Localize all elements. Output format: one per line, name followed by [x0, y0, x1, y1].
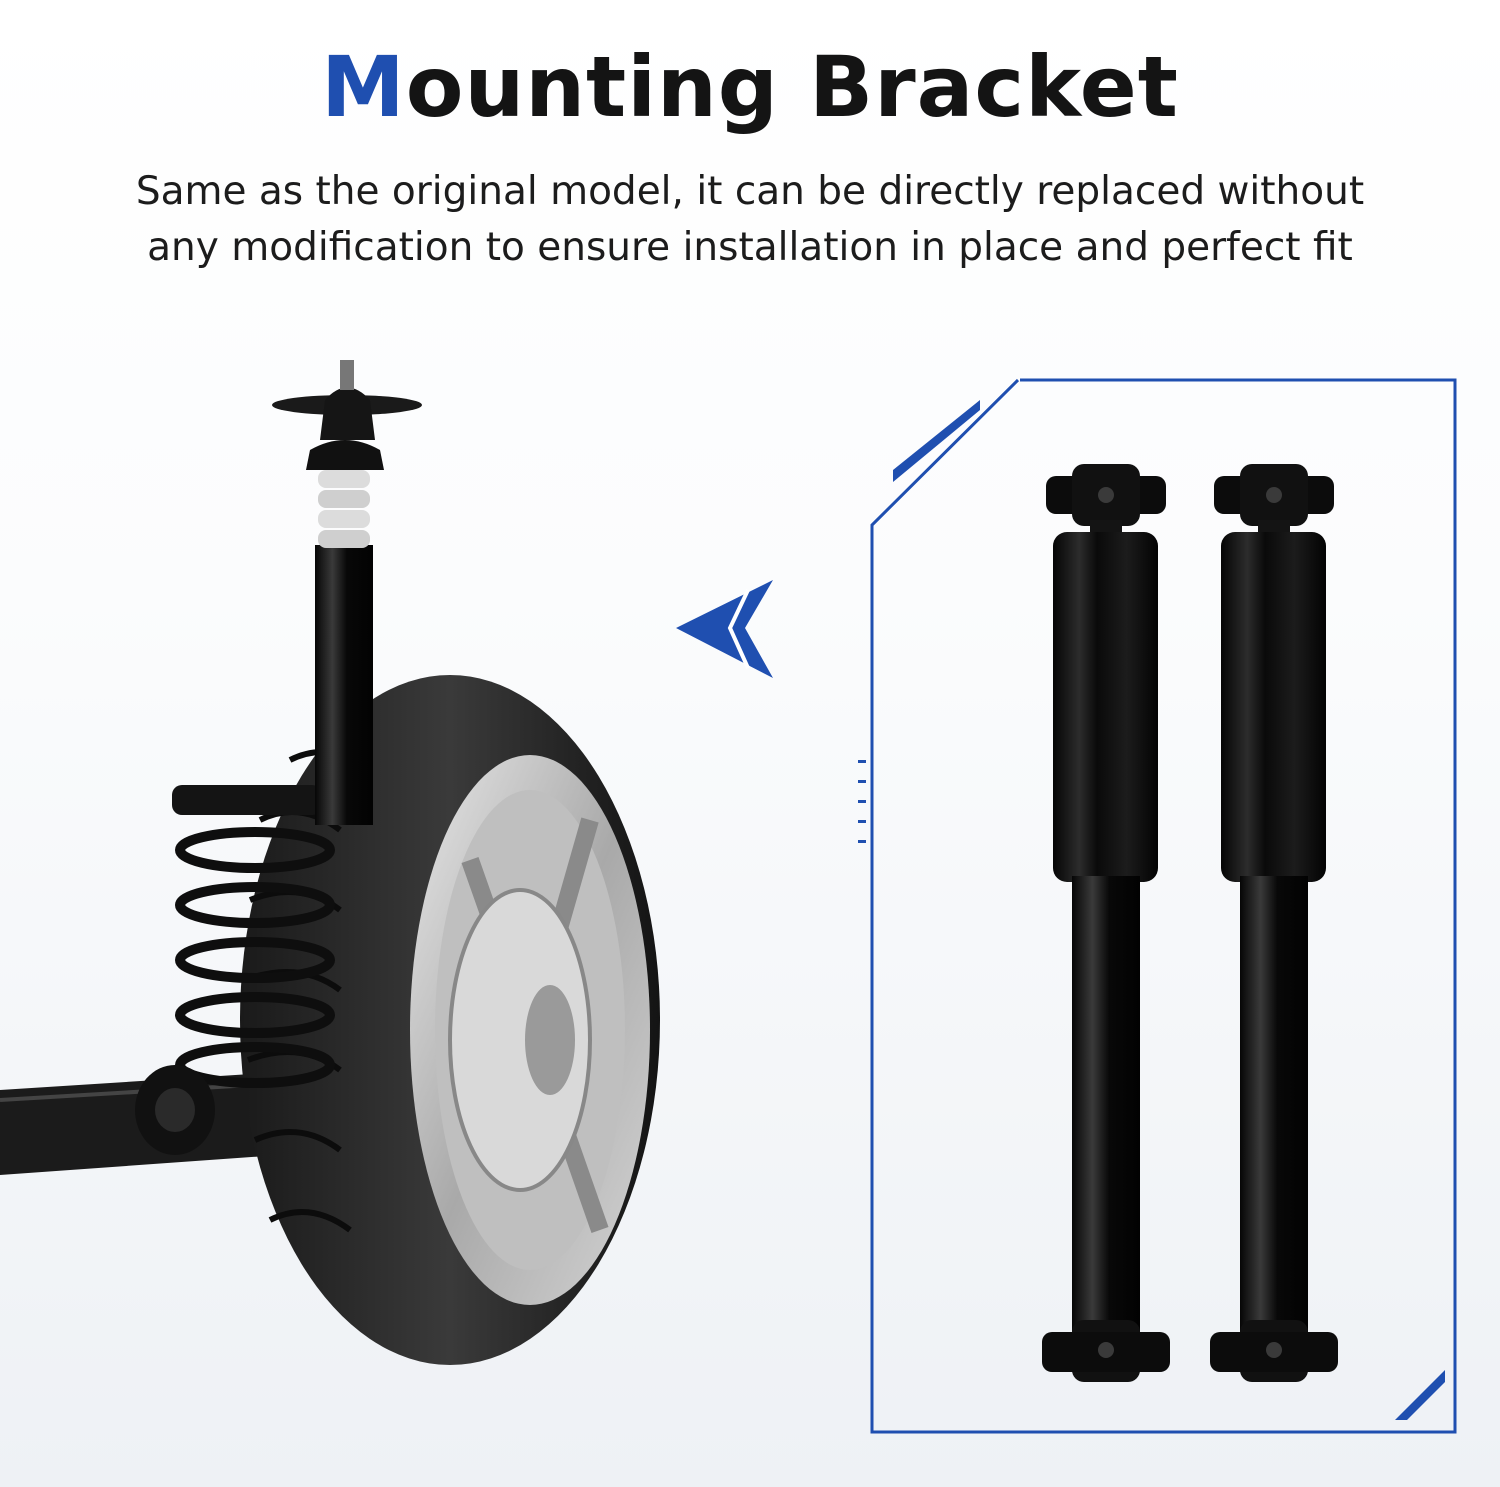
- product-frame: [870, 378, 1457, 1434]
- title-text: ounting Bracket: [405, 38, 1179, 136]
- frame-accent-bottom: [1395, 1370, 1445, 1420]
- strut-mount: [306, 440, 384, 470]
- dust-boot: [318, 470, 370, 548]
- title-accent-letter: M: [321, 38, 406, 136]
- page-title: Mounting Bracket: [0, 32, 1500, 142]
- brake-disc: [448, 888, 592, 1192]
- frame-ticks: [858, 760, 866, 843]
- frame-accent-top: [893, 400, 980, 482]
- chevron-left-icon: [676, 580, 773, 678]
- strut-body: [315, 545, 373, 825]
- shock-absorber-right: [1210, 464, 1338, 1382]
- suspension-assembly: [0, 360, 660, 1365]
- coil-spring: [175, 827, 335, 1088]
- subtitle-line-1: Same as the original model, it can be di…: [135, 169, 1365, 214]
- subtitle: Same as the original model, it can be di…: [40, 164, 1460, 276]
- spring-seat: [172, 785, 322, 815]
- shock-absorber-left: [1042, 464, 1170, 1382]
- subtitle-line-2: any modification to ensure installation …: [147, 225, 1353, 270]
